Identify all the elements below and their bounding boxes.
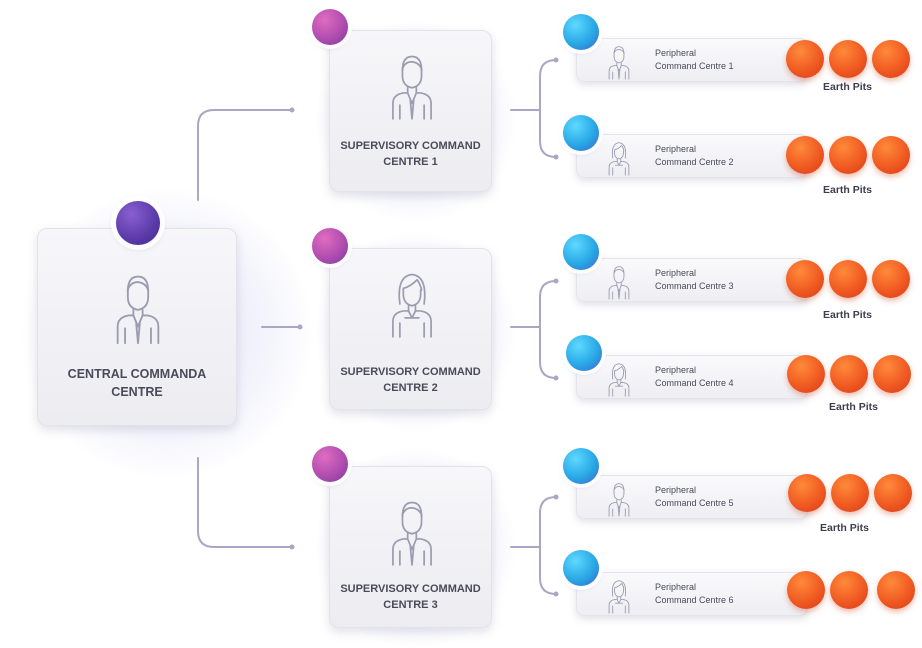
central-status-dot	[116, 201, 160, 245]
earth-pit	[829, 40, 867, 78]
female-person-icon	[386, 269, 438, 339]
male-person-icon	[605, 44, 633, 80]
female-person-icon	[605, 361, 633, 397]
supervisory-1-dot	[312, 9, 348, 45]
peripheral-4-line1: Peripheral	[655, 365, 697, 375]
peripheral-3-line2: Command Centre 3	[655, 281, 734, 291]
supervisory-3-line2: CENTRE 3	[383, 599, 438, 611]
supervisory-1-line1: SUPERVISORY COMMAND	[340, 140, 481, 152]
male-person-icon	[605, 481, 633, 517]
supervisory-card-3: SUPERVISORY COMMAND CENTRE 3	[329, 466, 492, 628]
peripheral-6-line1: Peripheral	[655, 582, 697, 592]
earth-pit	[830, 571, 868, 609]
peripheral-4-dot	[566, 335, 602, 371]
earth-pit	[786, 136, 824, 174]
peripheral-5-line2: Command Centre 5	[655, 498, 734, 508]
supervisory-3-line1: SUPERVISORY COMMAND	[340, 583, 481, 595]
peripheral-6-dot	[563, 550, 599, 586]
central-label-line2: CENTRE	[111, 385, 163, 399]
central-command-centre-card: CENTRAL COMMANDA CENTRE	[37, 228, 237, 426]
earth-pit	[788, 474, 826, 512]
supervisory-3-dot	[312, 446, 348, 482]
connector-lines	[197, 57, 559, 597]
peripheral-2-dot	[563, 115, 599, 151]
peripheral-2-line1: Peripheral	[655, 144, 697, 154]
earth-pit	[874, 474, 912, 512]
earth-pit	[830, 355, 868, 393]
peripheral-3-dot	[563, 234, 599, 270]
male-person-icon	[386, 497, 438, 567]
supervisory-card-1: SUPERVISORY COMMAND CENTRE 1	[329, 30, 492, 192]
earth-pit	[872, 260, 910, 298]
male-person-icon	[110, 271, 166, 345]
supervisory-card-2: SUPERVISORY COMMAND CENTRE 2	[329, 248, 492, 410]
earth-pit	[786, 40, 824, 78]
female-person-icon	[605, 578, 633, 614]
supervisory-2-line2: CENTRE 2	[383, 382, 438, 394]
central-label-line1: CENTRAL COMMANDA	[67, 367, 207, 381]
earth-pits-label: Earth Pits	[823, 81, 873, 93]
peripheral-3-line1: Peripheral	[655, 268, 697, 278]
peripheral-1-line2: Command Centre 1	[655, 61, 734, 71]
peripheral-5-dot	[563, 448, 599, 484]
peripheral-5-line1: Peripheral	[655, 485, 697, 495]
earth-pit	[873, 355, 911, 393]
earth-pits-label: Earth Pits	[823, 309, 873, 321]
earth-pit	[877, 571, 915, 609]
peripheral-1-line1: Peripheral	[655, 48, 697, 58]
earth-pit	[787, 355, 825, 393]
earth-pits-label: Earth Pits	[820, 522, 870, 534]
peripheral-1-dot	[563, 14, 599, 50]
earth-pit	[787, 571, 825, 609]
supervisory-2-dot	[312, 228, 348, 264]
earth-pit	[829, 136, 867, 174]
earth-pit	[829, 260, 867, 298]
earth-pits-label: Earth Pits	[829, 401, 879, 413]
peripheral-4-line2: Command Centre 4	[655, 378, 734, 388]
supervisory-1-line2: CENTRE 1	[383, 156, 438, 168]
male-person-icon	[386, 51, 438, 121]
earth-pit	[872, 40, 910, 78]
male-person-icon	[605, 264, 633, 300]
peripheral-2-line2: Command Centre 2	[655, 157, 734, 167]
earth-pits-label: Earth Pits	[823, 184, 873, 196]
earth-pit	[872, 136, 910, 174]
earth-pit	[831, 474, 869, 512]
supervisory-2-line1: SUPERVISORY COMMAND	[340, 366, 481, 378]
female-person-icon	[605, 140, 633, 176]
earth-pit	[786, 260, 824, 298]
peripheral-6-line2: Command Centre 6	[655, 595, 734, 605]
